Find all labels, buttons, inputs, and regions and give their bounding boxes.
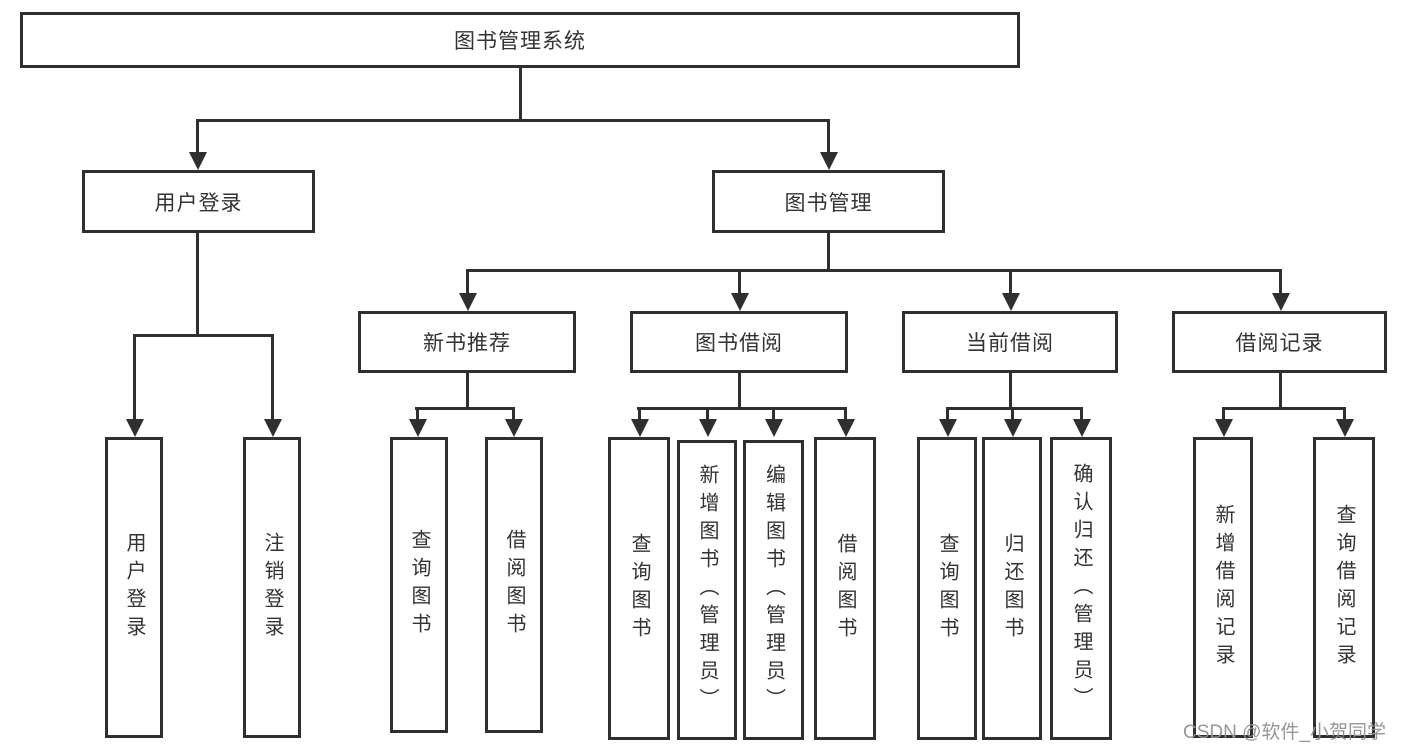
- connector-new-book-stem: [466, 372, 469, 409]
- arrow-down-icon: [1080, 407, 1083, 419]
- arrow-down-icon: [1279, 269, 1282, 293]
- leaf-query-books: 查询图书: [390, 437, 448, 733]
- leaf-edit-books-admin: 编辑图书（管理员）: [743, 440, 804, 740]
- leaf-label: 用户登录: [123, 531, 145, 644]
- arrow-down-icon: [133, 334, 136, 419]
- connector-root-bar: [196, 119, 830, 122]
- arrow-down-icon: [1011, 407, 1014, 419]
- arrow-down-icon: [271, 334, 274, 419]
- connector-current-borrow-stem: [1009, 372, 1012, 409]
- leaf-label: 归还图书: [1001, 532, 1023, 645]
- leaf-label: 查询图书: [628, 532, 650, 645]
- leaf-label: 借阅图书: [834, 532, 856, 645]
- arrow-down-icon: [512, 407, 515, 419]
- leaf-confirm-return-admin: 确认归还（管理员）: [1050, 437, 1112, 740]
- node-book-borrow: 图书借阅: [630, 311, 848, 373]
- node-new-book-recommend: 新书推荐: [358, 311, 576, 373]
- connector-current-borrow-bar: [946, 407, 1083, 410]
- leaf-add-borrow-record: 新增借阅记录: [1193, 437, 1253, 738]
- arrow-down-icon: [1343, 407, 1346, 419]
- arrow-down-icon: [196, 119, 199, 152]
- node-book-management: 图书管理: [712, 170, 945, 233]
- leaf-label: 查询图书: [936, 532, 958, 645]
- connector-new-book-bar: [415, 407, 515, 410]
- connector-book-borrow-bar: [637, 407, 846, 410]
- node-user-login: 用户登录: [82, 170, 315, 233]
- leaf-user-login: 用户登录: [105, 437, 163, 738]
- leaf-label: 查询图书: [408, 529, 430, 641]
- leaf-borrow-books: 借阅图书: [485, 437, 543, 733]
- leaf-logout: 注销登录: [243, 437, 301, 738]
- connector-book-borrow-stem: [738, 372, 741, 409]
- connector-borrow-records-stem: [1279, 372, 1282, 409]
- leaf-query-books: 查询图书: [917, 437, 977, 740]
- arrow-down-icon: [416, 407, 419, 419]
- leaf-label: 查询借阅记录: [1333, 503, 1355, 672]
- node-library-management-system: 图书管理系统: [20, 12, 1020, 68]
- leaf-query-borrow-record: 查询借阅记录: [1313, 437, 1375, 738]
- arrow-down-icon: [466, 269, 469, 293]
- arrow-down-icon: [738, 269, 741, 293]
- arrow-down-icon: [772, 407, 775, 419]
- arrow-down-icon: [638, 407, 641, 419]
- leaf-label: 借阅图书: [503, 529, 525, 641]
- leaf-return-books: 归还图书: [982, 437, 1042, 740]
- leaf-add-books-admin: 新增图书（管理员）: [677, 440, 737, 740]
- leaf-label: 新增图书（管理员）: [696, 464, 718, 716]
- connector-user-login-stem: [196, 232, 199, 336]
- arrow-down-icon: [827, 119, 830, 152]
- leaf-label: 注销登录: [261, 531, 283, 644]
- arrow-down-icon: [706, 407, 709, 419]
- arrow-down-icon: [844, 407, 847, 419]
- node-current-borrow: 当前借阅: [902, 311, 1118, 373]
- leaf-query-books: 查询图书: [608, 437, 670, 740]
- leaf-label: 编辑图书（管理员）: [762, 464, 785, 716]
- leaf-label: 确认归还（管理员）: [1070, 462, 1092, 715]
- connector-user-login-bar: [133, 334, 274, 337]
- leaf-label: 新增借阅记录: [1212, 503, 1234, 672]
- connector-book-management-bar: [466, 269, 1282, 272]
- arrow-down-icon: [1222, 407, 1225, 419]
- connector-borrow-records-bar: [1222, 407, 1346, 410]
- arrow-down-icon: [946, 407, 949, 419]
- connector-root-stem: [519, 67, 522, 121]
- arrow-down-icon: [1009, 269, 1012, 293]
- node-borrow-records: 借阅记录: [1172, 311, 1387, 373]
- connector-book-management-stem: [827, 232, 830, 271]
- leaf-borrow-books: 借阅图书: [814, 437, 876, 740]
- csdn-watermark: CSDN @软件_小贺同学: [1183, 722, 1386, 743]
